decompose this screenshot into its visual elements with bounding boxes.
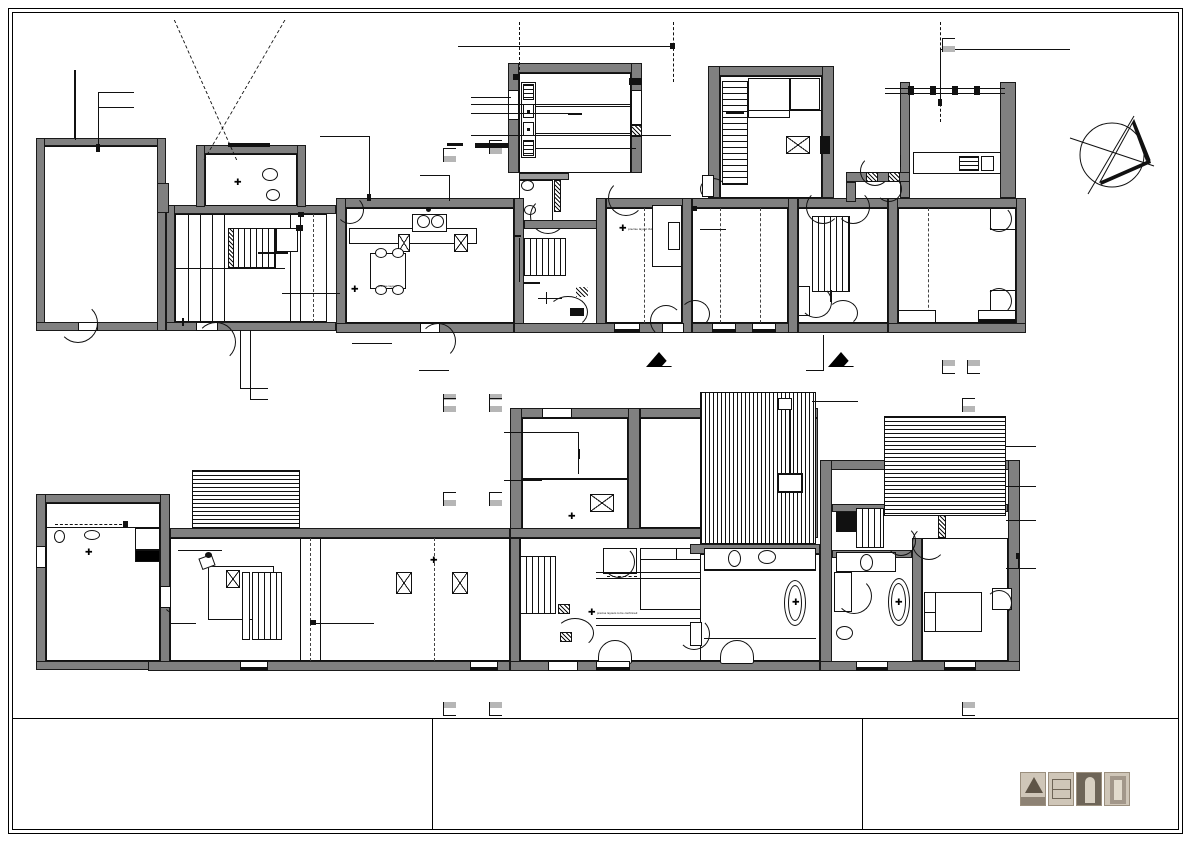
section-marker-c-ff-bottom [962, 694, 978, 716]
wall [708, 66, 834, 76]
logo-tile-detail [1104, 772, 1130, 806]
wall [157, 183, 169, 213]
section-marker-c-ff-top [962, 398, 978, 420]
wall [148, 661, 510, 671]
wall [888, 198, 898, 333]
wall [36, 138, 45, 330]
wall [170, 528, 510, 538]
wall [36, 322, 166, 331]
wall [888, 198, 1026, 208]
section-marker-b-ff-bottom [443, 694, 459, 716]
wall [820, 661, 1020, 671]
north-point-icon [1069, 115, 1155, 195]
wall [36, 494, 170, 503]
wall [519, 173, 569, 180]
section-marker-c-bottom [942, 352, 958, 374]
wall [846, 182, 856, 202]
wall [196, 145, 205, 207]
wall [628, 408, 640, 532]
wall [692, 198, 798, 208]
wall [682, 198, 692, 333]
section-marker-c-top [942, 38, 958, 60]
wall [1016, 198, 1026, 333]
wall [788, 198, 798, 333]
section-marker-a-gf-top [489, 140, 505, 162]
wall [36, 494, 46, 670]
holiday-let-entrance-icon [828, 352, 864, 367]
section-marker-b-gf-top [443, 148, 459, 170]
logo-tile-roof [1020, 772, 1046, 806]
wall [510, 408, 522, 532]
wall [166, 205, 175, 331]
wall [820, 460, 832, 671]
section-marker-a-ff-bottom [489, 694, 505, 716]
wall [508, 63, 642, 73]
wall [510, 661, 820, 671]
section-marker-b-ff-mid [443, 492, 459, 514]
wall [900, 82, 910, 198]
wall [510, 408, 640, 418]
title-block-separator-2 [862, 718, 863, 830]
title-block-separator-1 [432, 718, 433, 830]
title-block-divider [12, 718, 1179, 719]
wall [1000, 82, 1016, 198]
wall [297, 145, 306, 207]
wall [596, 198, 606, 333]
wall [160, 494, 170, 670]
sheet-border-outer [8, 8, 1183, 834]
logo-tile-drawing [1048, 772, 1074, 806]
house-entrance-icon [646, 352, 682, 367]
wall [692, 323, 798, 333]
section-marker-a-ff-mid [489, 492, 505, 514]
wall [166, 322, 336, 331]
wall [157, 138, 166, 331]
wall [888, 323, 1026, 333]
section-marker-a-ff-top [489, 398, 505, 420]
section-marker-b-ff-top [443, 398, 459, 420]
section-marker-c-bottom-2 [967, 352, 983, 374]
wall [166, 205, 336, 214]
wall [822, 66, 834, 198]
wall [524, 220, 604, 229]
sheet-border-inner [12, 12, 1179, 830]
wall [510, 538, 520, 671]
logo-tile-arch [1076, 772, 1102, 806]
logo-image-strip [1020, 772, 1130, 806]
